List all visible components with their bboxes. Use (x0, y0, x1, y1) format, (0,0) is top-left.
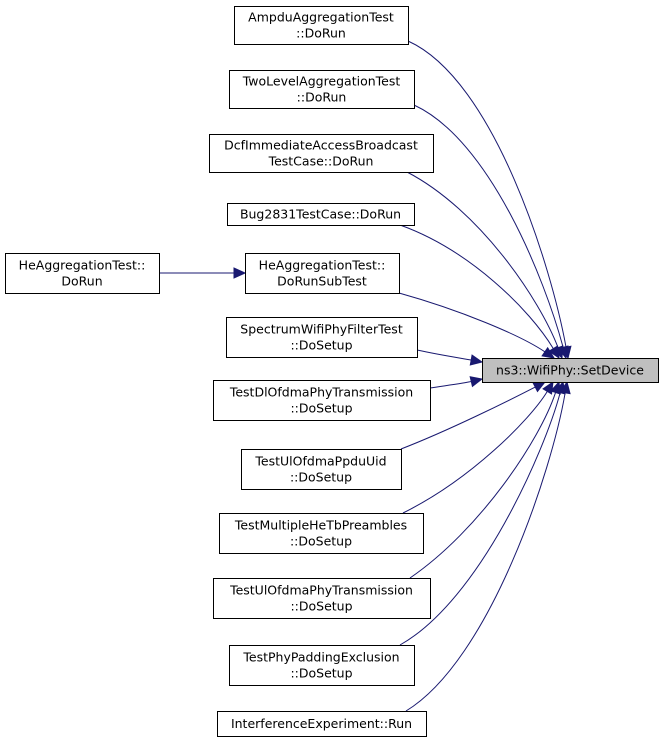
node-label-line: ::DoSetup (290, 666, 352, 681)
node-box[interactable] (5, 253, 160, 294)
arrowhead-icon (469, 354, 484, 366)
node-label-line: TestMultipleHeTbPreambles (234, 518, 407, 533)
node-box[interactable] (213, 578, 431, 619)
edge-ampdu-to-setdevice (407, 40, 572, 360)
node-label-line: AmpduAggregationTest (248, 10, 394, 25)
node-label-line: ::DoSetup (290, 470, 352, 485)
node-box[interactable] (209, 134, 434, 173)
edge-line (407, 40, 567, 348)
edge-dcf-to-setdevice (406, 171, 564, 360)
node-label-line: HeAggregationTest:: (19, 258, 146, 273)
node-dlofdma[interactable]: TestDlOfdmaPhyTransmission::DoSetup (213, 380, 431, 421)
node-label-line: ns3::WifiPhy::SetDevice (496, 363, 644, 378)
node-ampdu[interactable]: AmpduAggregationTest::DoRun (234, 6, 409, 45)
edge-dlofdma-to-setdevice (429, 376, 484, 389)
edge-heagg-to-heaggsub (159, 267, 247, 279)
edges-layer (159, 40, 572, 712)
node-label-line: TestUlOfdmaPhyTransmission (229, 583, 413, 598)
edge-line (416, 349, 472, 361)
edge-spectrum-to-setdevice (416, 349, 484, 366)
edge-line (405, 392, 566, 712)
edge-line (406, 171, 559, 348)
node-label-line: SpectrumWifiPhyFilterTest (240, 322, 403, 337)
node-label-line: ::DoRun (297, 90, 347, 105)
node-multihe[interactable]: TestMultipleHeTbPreambles::DoSetup (219, 513, 424, 554)
arrowhead-icon (233, 267, 247, 279)
node-box[interactable] (229, 645, 415, 686)
node-box[interactable] (217, 711, 427, 737)
node-setdevice[interactable]: ns3::WifiPhy::SetDevice (482, 358, 659, 383)
node-label-line: TestDlOfdmaPhyTransmission (229, 385, 413, 400)
edge-line (402, 391, 548, 514)
node-bug2831[interactable]: Bug2831TestCase::DoRun (227, 203, 415, 226)
node-label-line: DoRun (61, 274, 102, 289)
node-label-line: DoRunSubTest (277, 274, 367, 289)
node-padding[interactable]: TestPhyPaddingExclusion::DoSetup (229, 645, 415, 686)
edge-line (399, 224, 554, 349)
node-box[interactable] (234, 6, 409, 45)
node-label-line: HeAggregationTest:: (259, 258, 386, 273)
node-ulppdu[interactable]: TestUlOfdmaPpduUid::DoSetup (241, 449, 402, 490)
node-label-line: ::DoRun (296, 26, 346, 41)
arrowhead-icon (541, 346, 556, 359)
node-label-line: InterferenceExperiment::Run (231, 716, 412, 731)
node-label-line: TestCase::DoRun (268, 154, 374, 169)
node-label-line: Bug2831TestCase::DoRun (240, 207, 401, 222)
node-dcf[interactable]: DcfImmediateAccessBroadcastTestCase::DoR… (209, 134, 434, 173)
node-label-line: ::DoSetup (290, 599, 352, 614)
node-box[interactable] (219, 513, 424, 554)
node-ulofdma[interactable]: TestUlOfdmaPhyTransmission::DoSetup (213, 578, 431, 619)
edge-ulofdma-to-setdevice (409, 380, 561, 579)
edge-line (409, 392, 557, 579)
node-label-line: DcfImmediateAccessBroadcast (224, 138, 418, 153)
node-box[interactable] (229, 70, 415, 109)
nodes-layer: AmpduAggregationTest::DoRunTwoLevelAggre… (5, 6, 659, 737)
node-label-line: ::DoSetup (290, 401, 352, 416)
node-label-line: TwoLevelAggregationTest (242, 74, 401, 89)
arrowhead-icon (548, 345, 560, 360)
edge-line (400, 386, 536, 450)
node-label-line: ::DoSetup (290, 338, 352, 353)
edge-line (399, 392, 561, 646)
node-label-line: TestPhyPaddingExclusion (242, 650, 399, 665)
node-box[interactable] (245, 253, 400, 294)
node-label-line: TestUlOfdmaPpduUid (254, 454, 386, 469)
arrowhead-icon (542, 380, 554, 395)
edge-interf-to-setdevice (405, 380, 571, 712)
node-box[interactable] (226, 317, 418, 358)
node-box[interactable] (227, 203, 415, 226)
edge-bug2831-to-setdevice (399, 224, 560, 360)
arrowhead-icon (469, 376, 484, 388)
arrowhead-icon (532, 381, 547, 393)
edge-heaggsub-to-setdevice (398, 292, 556, 359)
node-interf[interactable]: InterferenceExperiment::Run (217, 711, 427, 737)
node-spectrum[interactable]: SpectrumWifiPhyFilterTest::DoSetup (226, 317, 418, 358)
node-box[interactable] (482, 358, 659, 383)
node-twolevel[interactable]: TwoLevelAggregationTest::DoRun (229, 70, 415, 109)
node-box[interactable] (241, 449, 402, 490)
edge-line (429, 381, 472, 389)
node-box[interactable] (213, 380, 431, 421)
node-label-line: ::DoSetup (290, 534, 352, 549)
arrowhead-icon (559, 380, 571, 395)
edge-line (398, 292, 546, 353)
node-heagg[interactable]: HeAggregationTest::DoRun (5, 253, 160, 294)
node-heaggsub[interactable]: HeAggregationTest::DoRunSubTest (245, 253, 400, 294)
edge-line (413, 104, 564, 348)
